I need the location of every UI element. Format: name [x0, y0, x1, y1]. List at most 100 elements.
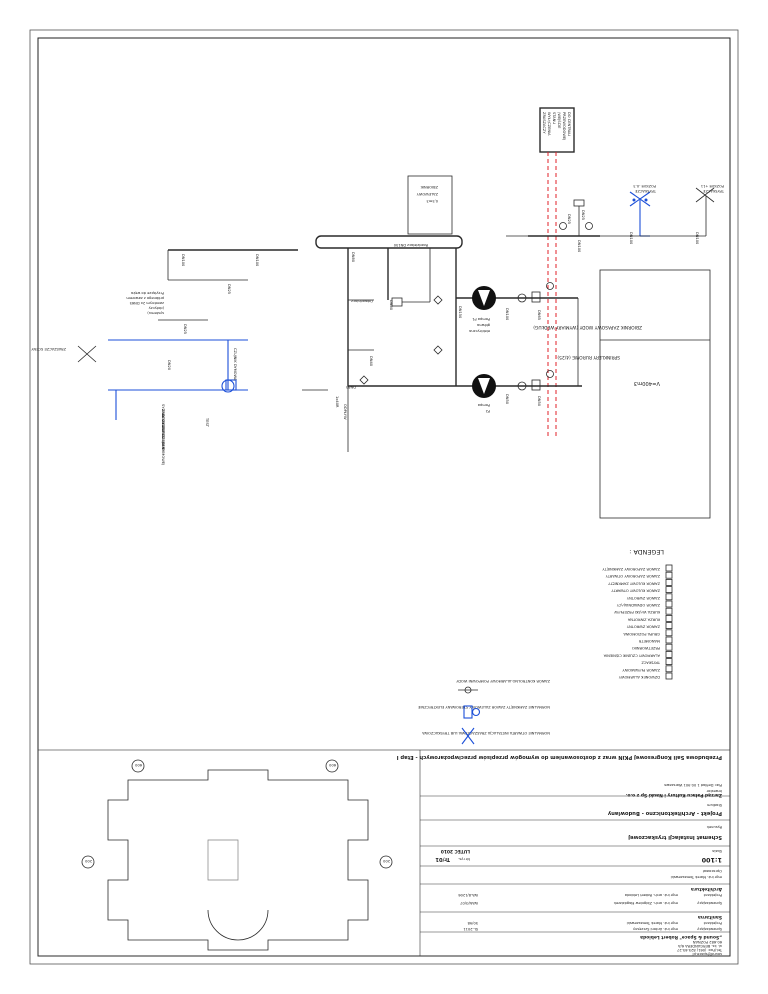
legend-symbol [665, 629, 673, 637]
svg-text:CZUJNIK DYMOWA: CZUJNIK DYMOWA [233, 348, 237, 381]
svg-text:DN25: DN25 [227, 284, 231, 294]
svg-text:ZRASZACZE SCENY: ZRASZACZE SCENY [30, 347, 66, 351]
svg-text:zwrotnym 2x DN65: zwrotnym 2x DN65 [130, 301, 164, 305]
legend-symbol [665, 651, 673, 658]
legend-symbol [665, 564, 673, 572]
svg-text:DN100: DN100 [577, 240, 581, 253]
legend-item-label: ZAWÓR ODWADNIAJĄCY [616, 603, 660, 608]
legend-symbol [665, 622, 673, 629]
svg-text:Opracował: Opracował [702, 869, 722, 873]
svg-text:DN150: DN150 [458, 306, 462, 319]
stage-deluge-zone: CZUJNIK DYMOWA DN20 SYGNAŁ Z CENTRALI SA… [30, 339, 248, 465]
svg-text:Przyłącze do węża: Przyłącze do węża [131, 291, 164, 295]
svg-text:ZAWÓR KONTROLNO-ALARMOWY POMPO: ZAWÓR KONTROLNO-ALARMOWY POMPOWNI WODY [455, 679, 550, 684]
valve-cluster-top: DN25 DN25 DN100 [528, 199, 600, 253]
svg-text:DN25: DN25 [567, 214, 571, 224]
project-title: Przebudowa Sali Kongresowej PKiN wraz z … [397, 754, 722, 761]
plan-dim-right: 200 [84, 859, 92, 863]
svg-text:Pompa: Pompa [478, 403, 490, 407]
distributor-dn150: Rozdzielacz DN150 [315, 235, 463, 249]
svg-text:mgr inż. arch. Zbigniew Magdzi: mgr inż. arch. Zbigniew Magdziarek [613, 901, 678, 905]
svg-text:TRYSKACZE: TRYSKACZE [702, 189, 725, 193]
legend-symbol [665, 600, 673, 608]
svg-text:PRZEWODOWEJ: PRZEWODOWEJ [562, 112, 566, 140]
control-cabinet: DO CENTRALI PRZEWODOWEJ (WEJŚCIE STANU W… [539, 107, 575, 153]
svg-text:DN65: DN65 [537, 310, 541, 320]
svg-text:ZALEWOWY: ZALEWOWY [416, 192, 438, 196]
svg-text:próbnego z zaworem: próbnego z zaworem [126, 296, 164, 300]
svg-text:Projekt - Architektoniczno - B: Projekt - Architektoniczno - Budowlany [607, 810, 722, 816]
svg-text:POZIOM +11: POZIOM +11 [701, 184, 724, 188]
svg-text:W OBSZARZE SCENY: W OBSZARZE SCENY [161, 414, 165, 452]
legend-item-label: ZAWÓR ZWROTNY [626, 625, 660, 630]
svg-text:ZADZIAŁANIE CZUJKI DYMOWEJ: ZADZIAŁANIE CZUJKI DYMOWEJ [161, 409, 165, 465]
legend-symbol [665, 665, 673, 673]
svg-text:Odwadniacz: Odwadniacz [351, 299, 373, 303]
svg-text:ZBIORNIK ZAPASOWY WODY (WYMIAR: ZBIORNIK ZAPASOWY WODY (WYMIARY WEDŁUG) [533, 324, 642, 330]
svg-text:(dotyczy: (dotyczy [148, 306, 164, 310]
legend-item-label: KURZA ZWROTNA [627, 617, 660, 621]
svg-text:TRYSKACZE: TRYSKACZE [634, 189, 657, 193]
svg-text:sound@space.pl: sound@space.pl [693, 952, 722, 956]
legend-symbol [665, 586, 673, 593]
svg-text:POZIOM -0.3: POZIOM -0.3 [633, 184, 656, 188]
legend-item-label: ALARMOWY CZUJNIK CIŚNIENIA [603, 653, 660, 658]
svg-text:LUTEC 2010: LUTEC 2010 [441, 848, 470, 854]
legend-item-label: ZAWÓR PŁYWAKOWY [622, 668, 660, 673]
hydrant-test-connection: Odwadniacz Przyłącze do węża próbnego z … [126, 248, 431, 315]
water-storage-tank: V=400m3 [599, 269, 711, 519]
legend-item-label: ZAWÓR KULOWY ZAMKNIĘTY [607, 581, 660, 586]
svg-text:SL-2011: SL-2011 [463, 927, 478, 931]
svg-text:DN25: DN25 [183, 324, 187, 334]
svg-text:Zarząd Pałacu Kultury i Nauki: Zarząd Pałacu Kultury i Nauki Sp z o.o. [625, 792, 722, 798]
svg-text:elektryczna: elektryczna [469, 329, 490, 333]
legend-symbol [665, 672, 673, 680]
svg-text:mgr inż. arch. Robert Lebioda: mgr inż. arch. Robert Lebioda [625, 893, 678, 897]
svg-text:„Sound & Space" Robert Lebioda: „Sound & Space" Robert Lebioda [640, 934, 722, 940]
legend-symbol [665, 636, 673, 644]
legend-item-label: ZAWÓR ZWROTNY [626, 596, 660, 601]
feed-tank: ZBIORNIK ZALEWOWY 0,5m3 [407, 175, 453, 235]
legend-item-label: GRUPA POZIOMOWA [623, 632, 660, 636]
legend-item-label: ZAWÓR KULOWY OTWARTY [611, 589, 660, 594]
svg-text:Tr/01: Tr/01 [435, 856, 450, 862]
svg-text:ul. ks. BERGANDERA 6/A: ul. ks. BERGANDERA 6/A [678, 944, 722, 948]
svg-text:WA-8/1206: WA-8/1206 [458, 893, 478, 897]
svg-text:Projektant: Projektant [703, 921, 722, 925]
svg-text:Sanitarna: Sanitarna [698, 914, 722, 920]
legend-item-label: TRYSKACZ [641, 661, 661, 665]
svg-text:Stadium: Stadium [707, 803, 722, 807]
legend-symbol [665, 607, 673, 615]
svg-text:P2: P2 [486, 409, 490, 413]
svg-text:NORMALNIE OTWARTA INSTALACJA Z: NORMALNIE OTWARTA INSTALACJA ZRASZACZOWA… [422, 731, 550, 735]
plan-dim-top-right: 600 [134, 763, 142, 767]
legend-title: LEGENDA : [629, 548, 664, 556]
svg-text:Sprawdzający: Sprawdzający [696, 901, 722, 905]
svg-text:DN100: DN100 [505, 308, 509, 321]
plan-dim-left: 200 [382, 859, 390, 863]
legend-item-label: KURZA WĄSKI PRZEPŁYW [614, 610, 660, 614]
svg-text:DN20: DN20 [167, 360, 171, 371]
svg-text:STANU: STANU [552, 112, 556, 124]
svg-text:(WEJŚCIE: (WEJŚCIE [557, 112, 562, 129]
svg-text:Inwestor: Inwestor [706, 789, 722, 793]
svg-text:DN80: DN80 [351, 252, 355, 263]
pump-p1: Pompa P1 główna elektryczna DN100 DN65 [469, 282, 554, 333]
svg-text:WYŁĄCZENIA: WYŁĄCZENIA [547, 112, 551, 136]
legend-item-label: MANOMETR [638, 639, 660, 643]
plan-dim-top-left: 600 [328, 763, 336, 767]
svg-text:ZBIORNIK: ZBIORNIK [420, 185, 438, 189]
svg-text:mgr inż. Marek Tomaszewski: mgr inż. Marek Tomaszewski [627, 921, 678, 925]
svg-text:V=400m3: V=400m3 [634, 380, 660, 386]
svg-text:mgr inż. Marek Tomaszewski: mgr inż. Marek Tomaszewski [671, 875, 722, 879]
key-plan: 600 600 200 200 [81, 759, 393, 951]
svg-text:Schemat Instalacji tryskaczowe: Schemat Instalacji tryskaczowej [628, 834, 722, 840]
svg-text:DN100: DN100 [255, 254, 259, 267]
svg-text:Architektura: Architektura [691, 886, 722, 892]
svg-text:NORMALNIE ZAMKNIĘTY ZAWÓR ZALE: NORMALNIE ZAMKNIĘTY ZAWÓR ZALEWOWY STERO… [417, 705, 550, 710]
svg-text:TEST: TEST [205, 417, 209, 428]
svg-text:DN80: DN80 [345, 385, 356, 389]
